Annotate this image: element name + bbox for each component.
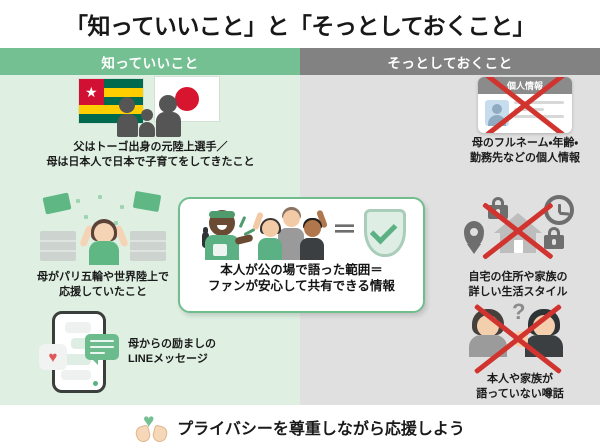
- lock-icon: [544, 227, 564, 249]
- clock-icon: [544, 195, 574, 225]
- good-item-caption: 母がパリ五輪や世界陸上で 応援していたこと: [37, 271, 169, 298]
- good-item-caption: 母からの励ましの LINEメッセージ: [128, 338, 216, 365]
- id-card-label: 個人情報: [478, 77, 572, 94]
- whispering-hand-icon: [514, 331, 528, 347]
- title-bar: 「知っていいこと」と「そっとしておくこと」: [0, 0, 600, 48]
- family-silhouette-icon: [116, 95, 189, 137]
- column-header-good: 知っていいこと: [0, 48, 300, 75]
- chat-bubble-icon: [85, 334, 119, 365]
- good-item-caption: 父はトーゴ出身の元陸上選手／ 母は日本人で日本で子育てをしてきたこと: [46, 141, 255, 168]
- togo-japan-flags-family-icon: ★: [61, 77, 241, 137]
- id-card-text-lines: [514, 101, 564, 122]
- id-card-crossed-out-icon: 個人情報: [478, 77, 572, 133]
- house-location-lock-clock-crossed-out-icon: [448, 193, 588, 267]
- athlete-speaking-fans-shield-check-icon: ＝: [180, 205, 423, 261]
- person-icon: [466, 307, 510, 357]
- green-flag-icon: [42, 192, 72, 215]
- footer-text: プライバシーを尊重しながら応援しよう: [177, 420, 465, 438]
- person-icon: [522, 307, 566, 357]
- callout-caption: 本人が公の場で語った範囲＝ ファンが安心して共有できる情報: [208, 263, 395, 294]
- gossip-whisper-question-crossed-out-icon: ?: [460, 301, 580, 375]
- hands-holding-heart-icon: ♥: [134, 412, 170, 444]
- column-header-band: 知っていいこと そっとしておくこと: [0, 48, 600, 75]
- cheering-fans-icon: [252, 206, 328, 260]
- bad-item-caption: 母のフルネーム・年齢・ 勤務先などの個人情報: [470, 137, 580, 164]
- page-title: 「知っていいこと」と「そっとしておくこと」: [65, 13, 535, 39]
- footer-bar: ♥ プライバシーを尊重しながら応援しよう: [0, 405, 600, 448]
- bad-item-caption: 自宅の住所や家族の 詳しい生活スタイル: [468, 271, 568, 298]
- good-item-family-background: ★ 父はトーゴ出身の元陸上選手／ 母は日本人で日本で子育てをしてきたこと: [8, 77, 293, 170]
- cheering-fan-flags-stadium-icon: [38, 190, 168, 267]
- bad-item-caption: 本人や家族が 語っていない噂話: [476, 373, 564, 400]
- avatar: [485, 100, 509, 126]
- shield-check-icon: [364, 209, 406, 257]
- column-header-bad: そっとしておくこと: [300, 48, 600, 75]
- bad-item-home-lifestyle: 自宅の住所や家族の 詳しい生活スタイル: [428, 193, 600, 300]
- bad-item-personal-info: 個人情報 母のフルネーム・年齢・ 勤務先などの個人情報: [440, 77, 600, 166]
- center-callout-box: ＝ 本人が公の場で語った範囲＝ ファンが安心して共有できる情報: [178, 197, 425, 313]
- athlete-with-microphone-icon: [197, 206, 257, 260]
- content-panels: ★ 父はトーゴ出身の元陸上選手／ 母は日本人で日本で子育てをしてきたこと: [0, 75, 600, 405]
- heart-icon: ♥: [39, 344, 67, 370]
- location-pin-icon: [464, 221, 484, 247]
- equals-sign: ＝: [331, 215, 357, 244]
- bad-item-rumors: ? 本人や家族が 語っていない噂話: [430, 301, 600, 402]
- house-icon: [494, 213, 542, 253]
- smartphone-line-message-heart-icon: ♥: [39, 311, 119, 393]
- good-item-line-message: ♥ 母からの励ましの LINEメッセージ: [39, 311, 292, 393]
- good-item-mother-cheering: 母がパリ五輪や世界陸上で 応援していたこと: [18, 190, 188, 300]
- green-flag-icon: [132, 190, 162, 213]
